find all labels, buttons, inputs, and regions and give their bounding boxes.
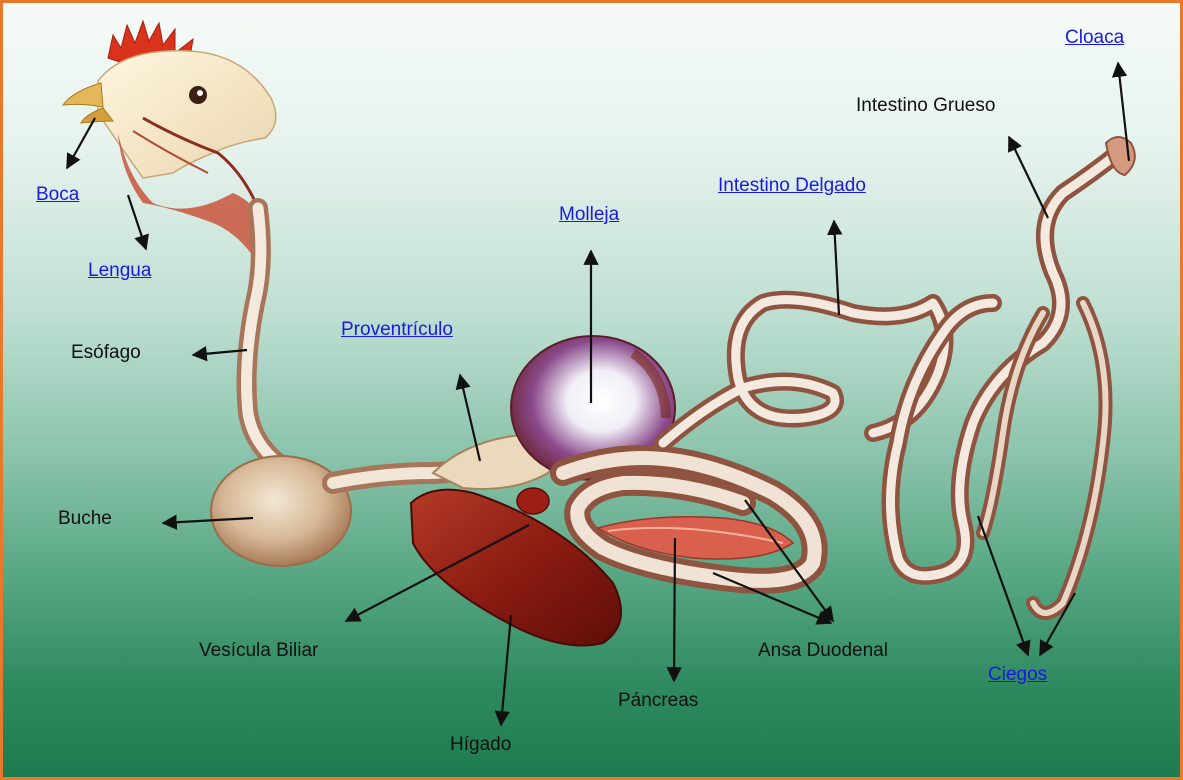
label-buche: Buche <box>58 509 112 528</box>
arrow-intestino-grueso <box>1009 137 1048 218</box>
label-ciegos[interactable]: Ciegos <box>988 665 1047 684</box>
arrow-boca <box>67 118 95 168</box>
label-ansa-duodenal: Ansa Duodenal <box>758 641 888 660</box>
label-boca[interactable]: Boca <box>36 185 79 204</box>
label-proventriculo[interactable]: Proventrículo <box>341 320 453 339</box>
label-lengua[interactable]: Lengua <box>88 261 151 280</box>
label-pancreas: Páncreas <box>618 691 698 710</box>
arrow-ciegos-a <box>978 516 1028 655</box>
label-cloaca[interactable]: Cloaca <box>1065 28 1124 47</box>
label-intestino-delgado[interactable]: Intestino Delgado <box>718 176 866 195</box>
arrow-pancreas <box>674 538 675 681</box>
chicken-head <box>63 21 276 263</box>
label-higado: Hígado <box>450 735 511 754</box>
digestive-system-illustration <box>3 3 1180 777</box>
label-esofago: Esófago <box>71 343 141 362</box>
label-molleja[interactable]: Molleja <box>559 205 619 224</box>
gallbladder-organ <box>517 488 549 514</box>
arrow-lengua <box>128 195 146 249</box>
arrow-higado <box>501 615 511 725</box>
label-vesicula-biliar: Vesícula Biliar <box>199 641 318 660</box>
label-intestino-grueso: Intestino Grueso <box>856 96 995 115</box>
